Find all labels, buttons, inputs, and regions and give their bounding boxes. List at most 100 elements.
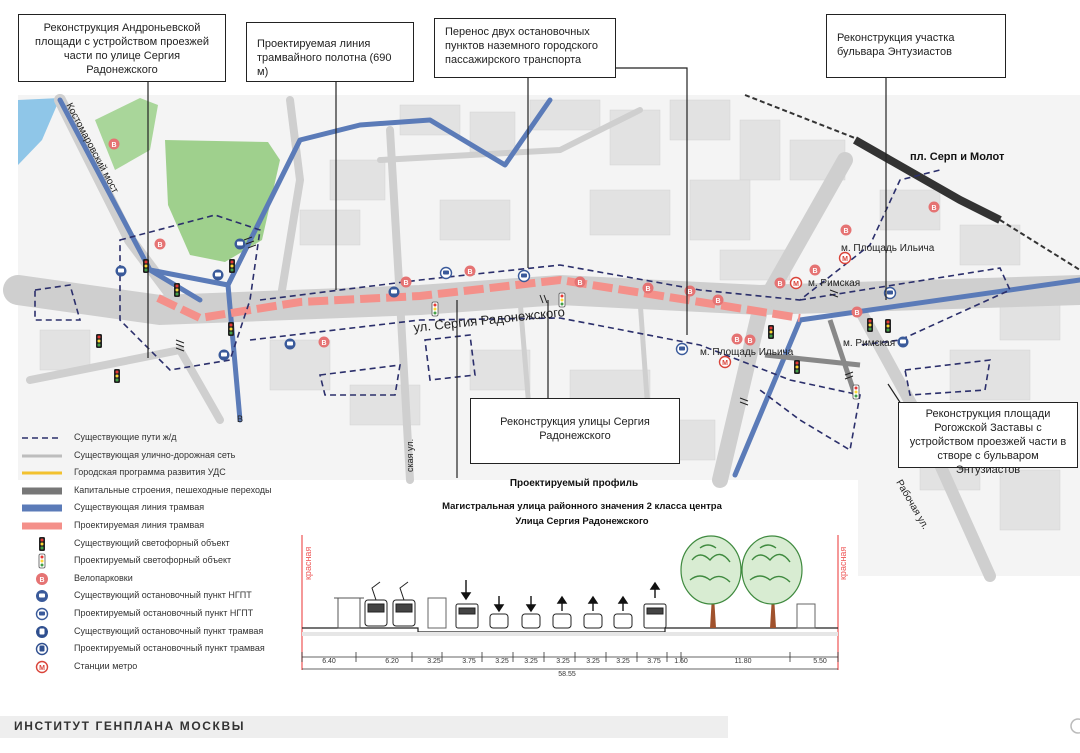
city-program-legend-icon — [22, 471, 62, 475]
dim-3: 3.25 — [427, 658, 441, 665]
dim-12: 11.80 — [735, 658, 752, 665]
dim-6: 3.25 — [524, 658, 538, 665]
legend-row: Проектируемый остановочный пункт НГПТ — [22, 605, 292, 623]
label-v-street: В — [237, 414, 243, 424]
legend-row: Капитальные строения, пешеходные переход… — [22, 482, 292, 500]
dim-8: 3.25 — [586, 658, 600, 665]
callout-stops-transfer: Перенос двух остановочных пунктов наземн… — [434, 18, 616, 78]
capital-structures-legend-icon — [22, 487, 62, 495]
profile-kiosk-2 — [796, 603, 816, 629]
label-metro-rimskaya-bottom: м. Римская — [843, 338, 895, 349]
legend-row: M Станции метро — [22, 658, 292, 676]
label-metro-ploshchad-ilyicha-bottom: м. Площадь Ильича — [700, 347, 794, 358]
legend-label: Существующий остановочный пункт НГПТ — [74, 590, 252, 601]
profile-ground-fill — [302, 632, 838, 636]
profile-dimension-line — [301, 652, 839, 670]
dim-7: 3.25 — [556, 658, 570, 665]
tram-projected-legend-icon — [22, 522, 62, 530]
callout-street: Реконструкция улицы Сергия Радонежского — [470, 398, 680, 464]
dim-11: 1.60 — [674, 658, 688, 665]
profile-subtitle-1: Магистральная улица районного значения 2… — [442, 501, 723, 512]
metro-icon: M — [35, 660, 49, 673]
callout-tram-line: Проектируемая линия трамвайного полотна … — [246, 22, 414, 82]
legend-row: Проектируемый светофорный объект — [22, 552, 292, 570]
railway-serp-molot — [853, 136, 1002, 224]
legend-row: Существующие пути ж/д — [22, 429, 292, 447]
crosswalks — [175, 236, 854, 406]
road-network-legend-icon — [22, 454, 62, 458]
project-boundaries — [34, 169, 1012, 452]
legend-label: Станции метро — [74, 660, 138, 671]
tram-stop-icon — [36, 625, 48, 638]
profile-trams — [364, 581, 416, 627]
legend-label: Существующая улично-дорожная сеть — [74, 449, 236, 460]
legend: Существующие пути ж/д Существующая уличн… — [22, 429, 292, 675]
profile-trees — [680, 535, 803, 628]
label-serp-molot: пл. Серп и Молот — [910, 151, 1005, 163]
svg-text:B: B — [39, 577, 44, 584]
river — [18, 98, 60, 165]
dim-2: 6.20 — [385, 658, 399, 665]
dim-13: 5.50 — [813, 658, 827, 665]
tram-stop-projected-icon — [35, 642, 49, 656]
profile-red-line-label-left: красная — [303, 547, 313, 580]
legend-row: Существующая линия трамвая — [22, 499, 292, 517]
svg-text:M: M — [39, 665, 45, 672]
label-metro-rimskaya-top: м. Римская — [808, 278, 860, 289]
legend-label: Проектируемый светофорный объект — [74, 555, 232, 566]
callout-boulevard: Реконструкция участка бульвара Энтузиаст… — [826, 14, 1006, 78]
legend-label: Городская программа развития УДС — [74, 467, 226, 478]
label-metro-ploshchad-ilyicha-top: м. Площадь Ильича — [841, 243, 935, 254]
railway-legend-icon — [22, 437, 62, 439]
label-skaya-street: ская ул. — [405, 439, 415, 472]
underpass-2 — [827, 319, 858, 396]
profile-dimension-labels: 6.40 6.20 3.25 3.75 3.25 3.25 3.25 3.25 … — [322, 658, 827, 678]
tram-projected — [156, 275, 801, 323]
legend-label: Существующий светофорный объект — [74, 537, 230, 548]
legend-label: Существующие пути ж/д — [74, 432, 177, 442]
legend-row: Существующая улично-дорожная сеть — [22, 447, 292, 465]
dim-4: 3.75 — [462, 658, 476, 665]
profile-ground — [302, 627, 838, 633]
legend-row: Городская программа развития УДС — [22, 464, 292, 482]
profile-kiosk-1 — [427, 597, 447, 629]
profile-red-line-label-right: красная — [838, 547, 848, 580]
legend-label: Велопарковки — [74, 572, 133, 583]
legend-row: Проектируемый остановочный пункт трамвая — [22, 640, 292, 658]
dim-9: 3.25 — [616, 658, 630, 665]
profile-heading: Проектируемый профиль — [510, 477, 638, 489]
traffic-light-projected-icon — [38, 553, 46, 569]
callout-andronyevskaya: Реконструкция Андроньевской площади с ус… — [18, 14, 226, 82]
profile-shelter — [334, 597, 364, 629]
legend-row: Существующий светофорный объект — [22, 535, 292, 553]
dim-5: 3.25 — [495, 658, 509, 665]
legend-row: Проектируемая линия трамвая — [22, 517, 292, 535]
legend-row: B Велопарковки — [22, 570, 292, 588]
callout-rogozhskaya: Реконструкция площади Рогожской Заставы … — [898, 402, 1078, 476]
legend-row: Существующий остановочный пункт трамвая — [22, 623, 292, 641]
bus-stop-projected-icon — [35, 607, 49, 621]
park-north — [95, 98, 158, 170]
legend-row: Существующий остановочный пункт НГПТ — [22, 587, 292, 605]
profile-vehicles — [455, 603, 667, 629]
railway-track — [744, 94, 1080, 271]
tram-existing-legend-icon — [22, 504, 62, 512]
dim-10: 3.75 — [647, 658, 661, 665]
profile-direction-arrows — [460, 580, 661, 613]
legend-label: Проектируемая линия трамвая — [74, 519, 205, 530]
legend-label: Проектируемый остановочный пункт трамвая — [74, 643, 265, 654]
dim-total: 58.55 — [558, 671, 576, 678]
footer-bar — [0, 716, 728, 738]
profile-subtitle-2: Улица Сергия Радонежского — [515, 516, 648, 527]
traffic-light-icon — [39, 536, 45, 551]
bike-parking-icon: B — [36, 572, 48, 585]
dim-1: 6.40 — [322, 658, 336, 665]
legend-label: Проектируемый остановочный пункт НГПТ — [74, 607, 254, 618]
footer-institute-name: ИНСТИТУТ ГЕНПЛАНА МОСКВЫ — [14, 719, 246, 733]
park-center — [165, 140, 280, 262]
bus-stop-icon — [36, 590, 48, 603]
legend-label: Капитальные строения, пешеходные переход… — [74, 484, 272, 495]
legend-label: Существующий остановочный пункт трамвая — [74, 625, 264, 636]
page-marker — [1070, 718, 1080, 734]
